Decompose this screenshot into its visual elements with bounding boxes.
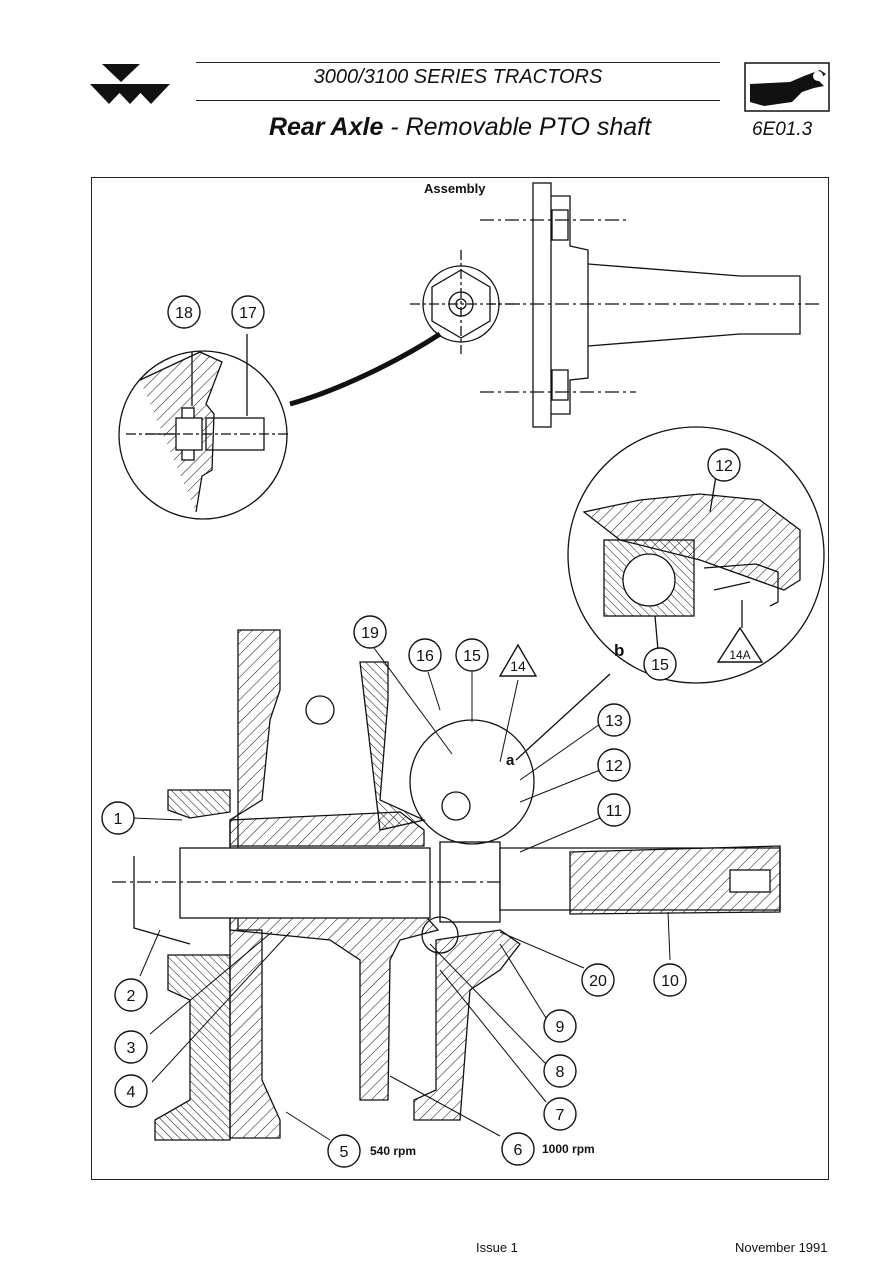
svg-text:8: 8: [556, 1064, 565, 1081]
callout-3: [114, 1030, 148, 1064]
callout-17: [231, 295, 265, 329]
callout-18: [167, 295, 201, 329]
svg-text:4: 4: [127, 1084, 136, 1101]
callout-15: [455, 638, 489, 672]
svg-text:20: 20: [589, 973, 607, 990]
callout-13: [597, 703, 631, 737]
callout-2: [114, 978, 148, 1012]
svg-text:15: 15: [651, 657, 669, 674]
figure-frame: [91, 177, 829, 1180]
series-title: 3000/3100 SERIES TRACTORS: [313, 66, 603, 88]
svg-text:6: 6: [514, 1142, 523, 1159]
svg-text:11: 11: [606, 803, 623, 820]
svg-text:12: 12: [715, 458, 733, 475]
detail-b-callout-12: [707, 448, 741, 482]
detail-a-label: a: [506, 752, 515, 769]
callout-14-triangle: [498, 643, 538, 677]
svg-text:14: 14: [510, 658, 526, 674]
callout-19: [353, 615, 387, 649]
speed-540-label: 540 rpm: [370, 1144, 416, 1158]
page-reference: 6E01.3: [752, 119, 813, 140]
callout-12: [597, 748, 631, 782]
svg-text:7: 7: [556, 1107, 565, 1124]
footer-issue: Issue 1: [476, 1240, 518, 1255]
callout-4: [114, 1074, 148, 1108]
callout-10: [653, 963, 687, 997]
assembly-label: Assembly: [424, 181, 486, 196]
callout-9: [543, 1009, 577, 1043]
svg-text:16: 16: [416, 648, 434, 665]
svg-text:19: 19: [361, 625, 379, 642]
callout-1: [101, 801, 135, 835]
wrench-hand-icon: [744, 62, 830, 112]
svg-text:13: 13: [605, 713, 623, 730]
callout-11: [597, 793, 631, 827]
svg-text:18: 18: [175, 305, 193, 322]
svg-text:2: 2: [127, 988, 136, 1005]
svg-text:5: 5: [340, 1144, 349, 1161]
detail-b-label: b: [614, 641, 624, 660]
svg-text:3: 3: [127, 1040, 136, 1057]
svg-text:15: 15: [463, 648, 481, 665]
company-logo: [90, 64, 170, 104]
callout-5: [327, 1134, 361, 1168]
header-rule-bottom: [196, 100, 720, 101]
callout-8: [543, 1054, 577, 1088]
svg-text:10: 10: [661, 973, 679, 990]
header-rule-top: [196, 62, 720, 63]
callout-20: [581, 963, 615, 997]
callout-6: [501, 1132, 535, 1166]
svg-text:9: 9: [556, 1019, 565, 1036]
detail-b-callout-15: [643, 647, 677, 681]
speed-1000-label: 1000 rpm: [542, 1142, 595, 1156]
callout-7: [543, 1097, 577, 1131]
callout-16: [408, 638, 442, 672]
detail-b-callout-14A-triangle: [716, 626, 764, 663]
page-title: Rear Axle - Removable PTO shaft: [268, 113, 652, 141]
svg-text:12: 12: [605, 758, 623, 775]
svg-text:17: 17: [239, 305, 257, 322]
svg-text:14A: 14A: [729, 648, 750, 662]
footer-date: November 1991: [735, 1240, 828, 1255]
svg-text:1: 1: [114, 811, 123, 828]
